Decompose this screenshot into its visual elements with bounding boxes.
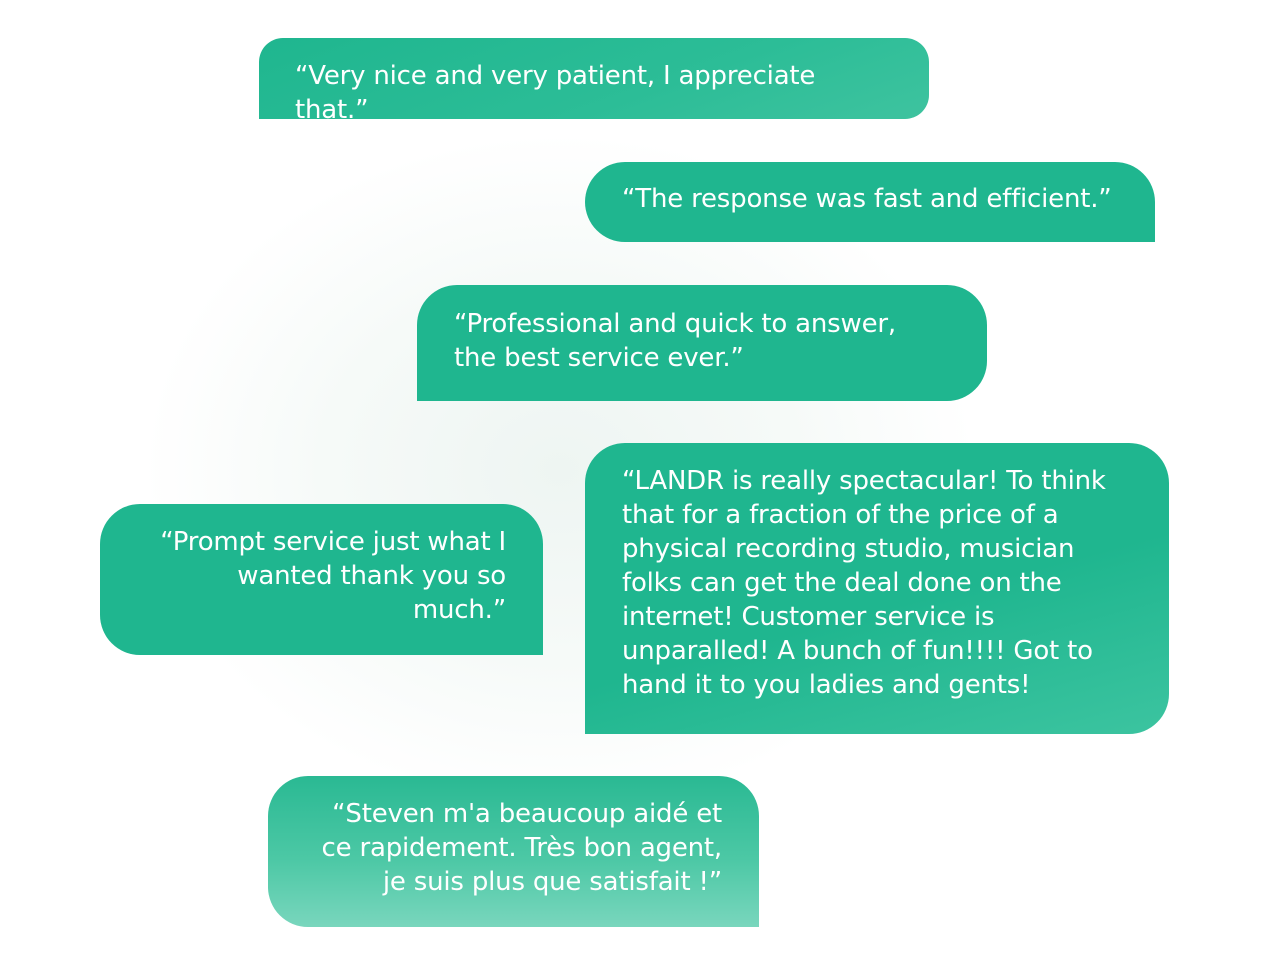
testimonial-bubble: “The response was fast and efficient.” xyxy=(585,162,1155,242)
testimonial-bubble: “Very nice and very patient, I appreciat… xyxy=(259,38,929,125)
testimonial-bubble: “Professional and quick to answer, the b… xyxy=(417,285,987,401)
testimonial-text: “LANDR is really spectacular! To think t… xyxy=(622,466,1106,700)
testimonial-text: “Very nice and very patient, I appreciat… xyxy=(295,61,816,125)
testimonial-text: “The response was fast and efficient.” xyxy=(622,184,1112,214)
testimonial-bubble: “Prompt service just what I wanted thank… xyxy=(100,504,543,655)
testimonial-text: “Prompt service just what I wanted thank… xyxy=(160,527,506,625)
testimonial-bubble: “Steven m'a beaucoup aidé et ce rapideme… xyxy=(268,776,759,927)
testimonial-text: “Professional and quick to answer, the b… xyxy=(454,309,896,373)
testimonial-text: “Steven m'a beaucoup aidé et ce rapideme… xyxy=(321,799,723,897)
testimonial-bubble: “LANDR is really spectacular! To think t… xyxy=(585,443,1169,734)
